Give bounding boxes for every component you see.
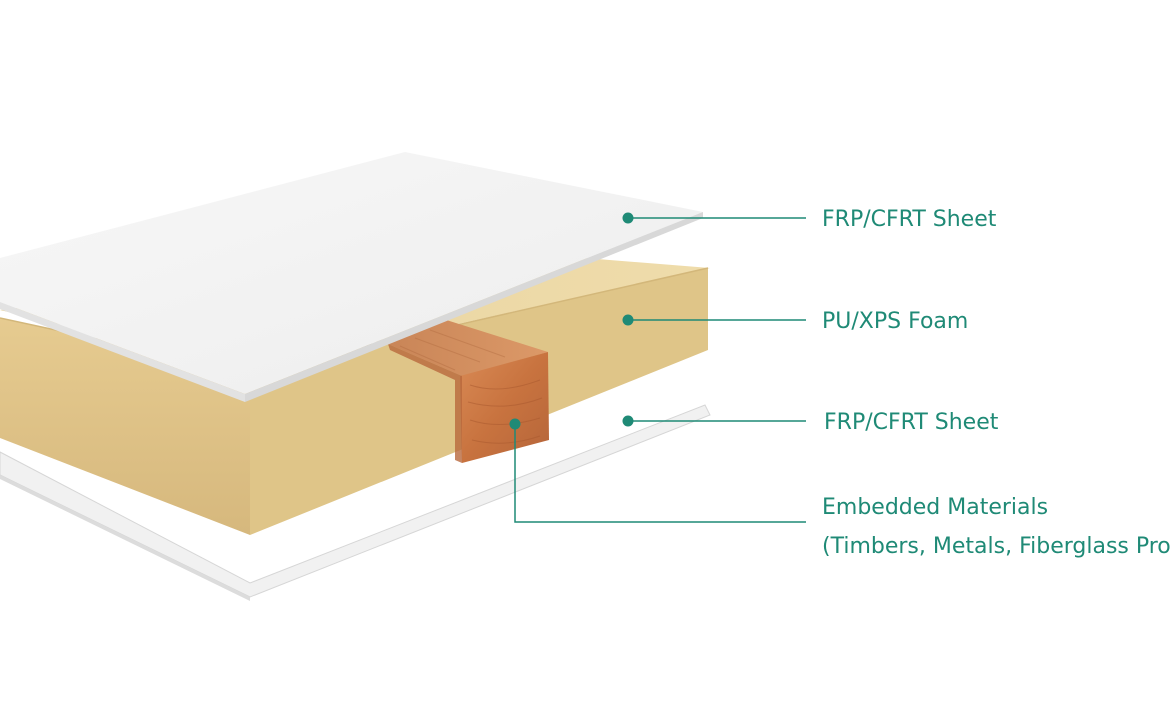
- callout-bottom-sheet: FRP/CFRT Sheet: [622, 410, 999, 435]
- label-foam: PU/XPS Foam: [822, 309, 968, 334]
- label-bottom-sheet: FRP/CFRT Sheet: [824, 410, 999, 435]
- bottom-sheet: [0, 404, 711, 601]
- top-sheet: [0, 152, 703, 402]
- callout-embedded: Embedded Materials (Timbers, Metals, Fib…: [509, 418, 1170, 559]
- callout-foam: PU/XPS Foam: [622, 309, 968, 334]
- label-embedded-title: Embedded Materials: [822, 495, 1048, 520]
- callout-top-sheet: FRP/CFRT Sheet: [622, 207, 997, 232]
- label-top-sheet: FRP/CFRT Sheet: [822, 207, 997, 232]
- timber-insert: [388, 318, 549, 463]
- label-embedded-subtitle: (Timbers, Metals, Fiberglass Profiles): [822, 534, 1170, 559]
